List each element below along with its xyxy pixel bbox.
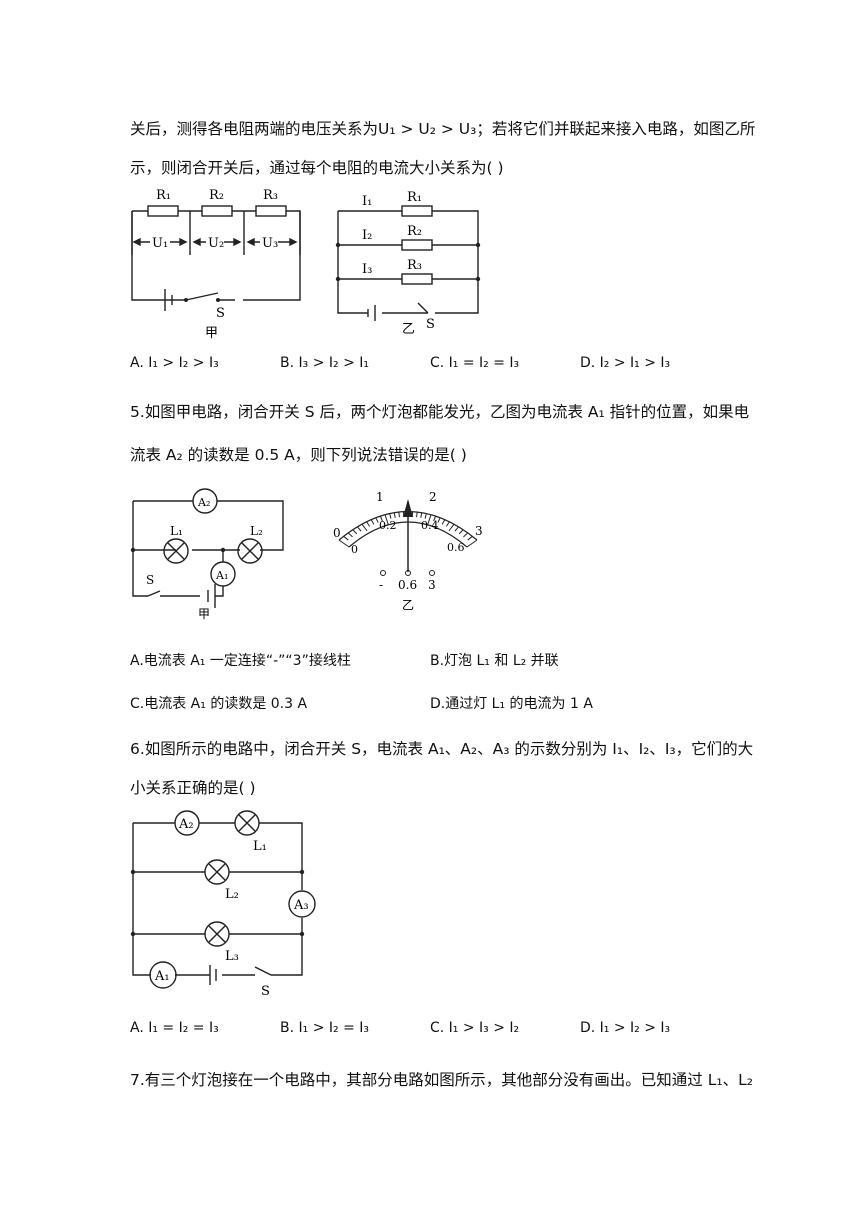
q4b-label-i3: I₃ <box>362 262 372 277</box>
dial-tick <box>458 529 464 535</box>
q4a-label-r2: R₂ <box>209 188 224 203</box>
dial-tick <box>398 511 400 518</box>
q5b-caption: 乙 <box>402 598 414 612</box>
q6-text-line2: 小关系正确的是( ) <box>130 779 256 797</box>
q4-option-d[interactable]: D. I₂ > I₁ > I₃ <box>580 355 671 371</box>
dial-upper-2: 2 <box>429 490 437 504</box>
dial-tick <box>454 526 459 532</box>
q5a-label-a1: A₁ <box>215 569 228 582</box>
dial-tick <box>338 539 350 548</box>
q6-label-l2: L₂ <box>225 887 239 902</box>
q6-label-l3: L₃ <box>225 949 239 964</box>
q5-option-d[interactable]: D.通过灯 L₁ 的电流为 1 A <box>430 696 593 712</box>
dial-tick <box>389 513 392 519</box>
q4b-label-i2: I₂ <box>362 228 372 243</box>
q4b-label-r1: R₁ <box>407 190 422 205</box>
dial-tick <box>352 529 358 535</box>
q4b-label-r3: R₃ <box>407 258 422 273</box>
q4b-caption: 乙 <box>402 322 415 337</box>
q4-text-line1: 关后，测得各电阻两端的电压关系为U₁ > U₂ > U₃；若将它们并联起来接入电… <box>130 120 756 138</box>
dial-tick <box>416 511 418 518</box>
dial-lower-1: 0.2 <box>379 519 397 532</box>
dial-tick <box>427 514 432 525</box>
q4-option-b[interactable]: B. I₃ > I₂ > I₁ <box>280 355 369 371</box>
dial-tick <box>361 523 368 532</box>
q4b-label-s: S <box>426 317 435 332</box>
q6-label-a2: A₂ <box>178 817 194 832</box>
q5-option-c[interactable]: C.电流表 A₁ 的读数是 0.3 A <box>130 696 308 712</box>
q6-label-a3: A₃ <box>293 898 309 913</box>
dial-tick <box>463 532 469 538</box>
q5a-label-l1: L₁ <box>170 524 183 538</box>
q4-circuit-a: R₁ R₂ R₃ U₁ U₂ U₃ S 甲 <box>131 188 301 341</box>
q5a-caption: 甲 <box>198 607 210 621</box>
q4a-label-s: S <box>216 306 225 321</box>
dial-tick <box>366 521 371 527</box>
dial-tick <box>437 517 441 523</box>
q4a-label-u3: U₃ <box>262 236 278 251</box>
q6-option-b[interactable]: B. I₁ > I₂ = I₃ <box>280 1020 369 1036</box>
q4a-label-r1: R₁ <box>156 188 171 203</box>
q5-text-line2: 流表 A₂ 的读数是 0.5 A，则下列说法错误的是( ) <box>130 446 467 464</box>
q6-option-c[interactable]: C. I₁ > I₃ > I₂ <box>430 1020 520 1036</box>
dial-tick <box>393 512 396 518</box>
q4-option-a[interactable]: A. I₁ > I₂ > I₃ <box>130 355 219 371</box>
q4-option-c[interactable]: C. I₁ = I₂ = I₃ <box>430 355 520 371</box>
dial-tick <box>347 532 353 538</box>
q6-label-a1: A₁ <box>154 969 170 984</box>
q5a-label-l2: L₂ <box>250 524 263 538</box>
dial-upper-1: 1 <box>376 490 384 504</box>
dial-tick <box>445 521 450 527</box>
dial-tick <box>441 519 446 525</box>
dial-tick <box>384 514 389 525</box>
q5-ammeter-dial: 0 1 2 3 0 0.2 0.4 0.6 - 0.6 3 乙 <box>333 490 483 612</box>
q7-text-line1: 7.有三个灯泡接在一个电路中，其部分电路如图所示，其他部分没有画出。已知通过 L… <box>130 1071 753 1089</box>
dial-tick <box>379 515 383 522</box>
q4a-label-u2: U₂ <box>208 236 224 251</box>
q6-label-l1: L₁ <box>253 839 267 854</box>
dial-tick <box>375 517 379 523</box>
q5a-label-a2: A₂ <box>197 496 210 509</box>
dial-lower-0: 0 <box>351 543 358 556</box>
q5-option-a[interactable]: A.电流表 A₁ 一定连接“-”“3”接线柱 <box>130 653 351 669</box>
dial-upper-0: 0 <box>333 526 341 540</box>
q4-circuit-b: I₁ I₂ I₃ R₁ R₂ R₃ 乙 S <box>335 190 481 337</box>
dial-upper-3: 3 <box>475 524 483 538</box>
q5a-label-s: S <box>146 573 154 587</box>
dial-lower-2: 0.4 <box>421 519 439 532</box>
q6-label-s: S <box>261 984 270 999</box>
dial-tick <box>357 526 362 532</box>
q6-text-line1: 6.如图所示的电路中，闭合开关 S，电流表 A₁、A₂、A₃ 的示数分别为 I₁… <box>130 740 754 758</box>
dial-lower-3: 0.6 <box>447 541 465 554</box>
dial-tick <box>424 513 427 519</box>
q6-option-d[interactable]: D. I₁ > I₂ > I₃ <box>580 1020 671 1036</box>
dial-tick <box>420 512 423 518</box>
q4b-label-r2: R₂ <box>407 224 422 239</box>
q4a-label-r3: R₃ <box>263 188 278 203</box>
q5-circuit-a: A₂ A₁ L₁ L₂ S 甲 <box>130 488 284 621</box>
q6-circuit: A₂ A₃ A₁ L₁ L₂ L₃ S <box>130 810 316 999</box>
dial-tick <box>467 535 473 541</box>
dial-tick <box>343 535 349 541</box>
q6-option-a[interactable]: A. I₁ = I₂ = I₃ <box>130 1020 219 1036</box>
dial-terminal-06: 0.6 <box>398 578 417 592</box>
q4a-label-u1: U₁ <box>152 236 168 251</box>
dial-tick <box>370 519 375 525</box>
dial-tick <box>466 539 478 548</box>
q4a-caption: 甲 <box>205 326 218 341</box>
dial-tick <box>448 523 455 532</box>
q5-option-b[interactable]: B.灯泡 L₁ 和 L₂ 并联 <box>430 653 559 669</box>
q4-text-line2: 示，则闭合开关后，通过每个电阻的电流大小关系为( ) <box>130 159 504 177</box>
dial-tick <box>433 515 437 522</box>
dial-terminal-neg: - <box>379 578 383 592</box>
q4b-label-i1: I₁ <box>362 194 372 209</box>
dial-terminal-3: 3 <box>428 578 436 592</box>
q5-text-line1: 5.如图甲电路，闭合开关 S 后，两个灯泡都能发光，乙图为电流表 A₁ 指针的位… <box>130 403 750 421</box>
